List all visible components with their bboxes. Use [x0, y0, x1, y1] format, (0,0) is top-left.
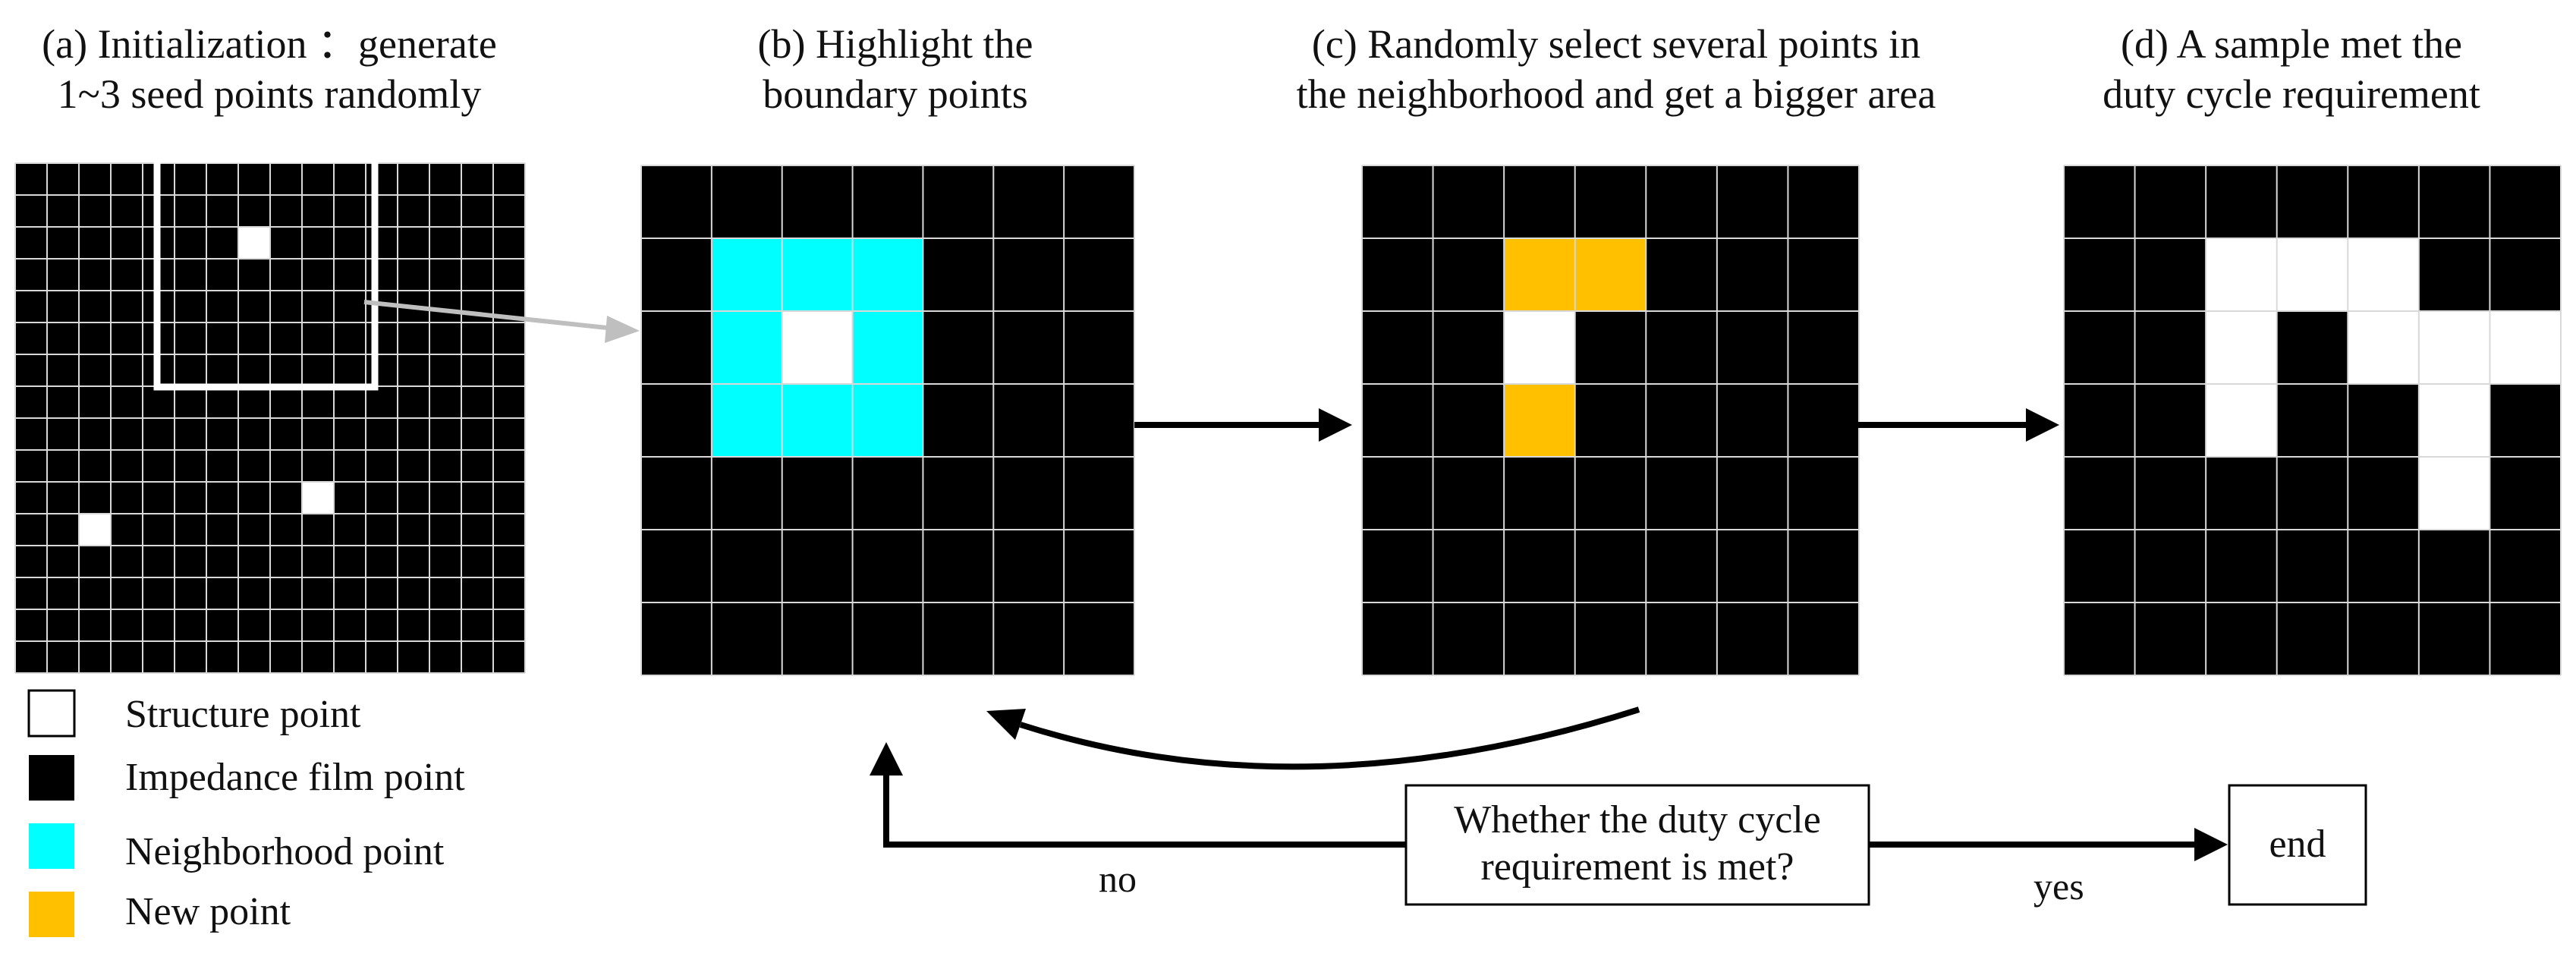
grid-c-expanded: [1361, 165, 1860, 676]
panel-b-title-line2: boundary points: [763, 71, 1028, 117]
decision-box: [1404, 784, 1870, 906]
legend-label-neighborhood: Neighborhood point: [125, 830, 445, 873]
grid-cell-structure: [238, 227, 270, 259]
grid-cell-structure: [2418, 457, 2490, 530]
grid-cell-structure: [2206, 311, 2277, 384]
grid-cell-new: [1504, 238, 1575, 311]
panel-c-title-line1: (c) Randomly select several points in: [1311, 21, 1921, 67]
panel-b-title-line1: (b) Highlight the: [757, 21, 1033, 67]
no-path-arrow: [883, 772, 1406, 848]
decision-text-line1: Whether the duty cycle: [1454, 798, 1821, 842]
panel-d-title: (d) A sample met the duty cycle requirem…: [2049, 19, 2534, 119]
zoom-connector-arrowhead: [605, 316, 640, 343]
panel-a-title-line1: (a) Initialization ：generate: [42, 21, 497, 67]
grid-cell-structure: [2418, 311, 2490, 384]
grid-d-final-sample: [2063, 165, 2562, 676]
panel-d-title-line1: (d) A sample met the: [2121, 21, 2462, 67]
grid-cell-structure: [782, 311, 853, 384]
grid-cell-new: [1574, 238, 1647, 311]
grid-cell-neighborhood: [711, 384, 782, 457]
panel-d-title-line2: duty cycle requirement: [2103, 71, 2480, 117]
loop-arrow-c-to-b-head: [986, 709, 1026, 740]
grid-cell-structure: [2348, 238, 2419, 311]
grid-cell-neighborhood: [852, 311, 923, 384]
no-path-arrowhead: [870, 742, 903, 776]
grid-cell-neighborhood: [782, 384, 853, 457]
grid-cell-structure: [2206, 238, 2277, 311]
grid-cell-neighborhood: [782, 238, 853, 311]
grid-cell-structure: [2276, 238, 2348, 311]
legend-swatch-structure: [27, 689, 76, 738]
panel-a-title: (a) Initialization ：generate 1~3 seed po…: [11, 19, 527, 119]
grid-cell-neighborhood: [711, 238, 782, 311]
grid-cell-neighborhood: [711, 311, 782, 384]
legend-swatch-neighborhood: [29, 823, 74, 869]
grid-a-initialization: [14, 162, 526, 674]
arrow-b-to-c-head: [1319, 408, 1352, 442]
grid-cell-structure: [1504, 311, 1575, 384]
zoom-selection-box: [153, 156, 379, 391]
panel-a-title-line2: 1~3 seed points randomly: [57, 71, 482, 117]
legend-label-new: New point: [125, 890, 291, 933]
loop-arrow-c-to-b: [1019, 706, 1640, 770]
grid-cell-structure: [2206, 384, 2277, 457]
panel-c-title: (c) Randomly select several points in th…: [1252, 19, 1980, 119]
panel-b-title: (b) Highlight the boundary points: [683, 19, 1108, 119]
grid-cell-structure: [2348, 311, 2419, 384]
legend-swatch-new: [29, 892, 74, 937]
end-box: [2228, 784, 2367, 906]
arrow-c-to-d-head: [2026, 408, 2059, 442]
end-text: end: [2269, 823, 2326, 866]
yes-label: yes: [2033, 865, 2084, 908]
grid-b-boundary: [640, 165, 1135, 676]
decision-text-line2: requirement is met?: [1480, 845, 1794, 889]
legend-label-impedance-film: Impedance film point: [125, 756, 465, 799]
grid-cell-neighborhood: [852, 238, 923, 311]
grid-cell-new: [1504, 384, 1575, 457]
grid-cell-neighborhood: [852, 384, 923, 457]
grid-cell-structure: [79, 514, 111, 546]
legend-swatch-impedance-film: [29, 755, 74, 801]
grid-cell-structure: [2418, 384, 2490, 457]
no-label: no: [1099, 857, 1137, 900]
grid-cell-structure: [2490, 311, 2561, 384]
decision-text: Whether the duty cycle requirement is me…: [1406, 797, 1869, 891]
panel-c-title-line2: the neighborhood and get a bigger area: [1296, 71, 1936, 117]
yes-path-arrowhead: [2194, 828, 2228, 861]
grid-cell-structure: [302, 482, 334, 514]
zoom-connector-line: [363, 300, 608, 330]
legend-label-structure: Structure point: [125, 693, 361, 736]
